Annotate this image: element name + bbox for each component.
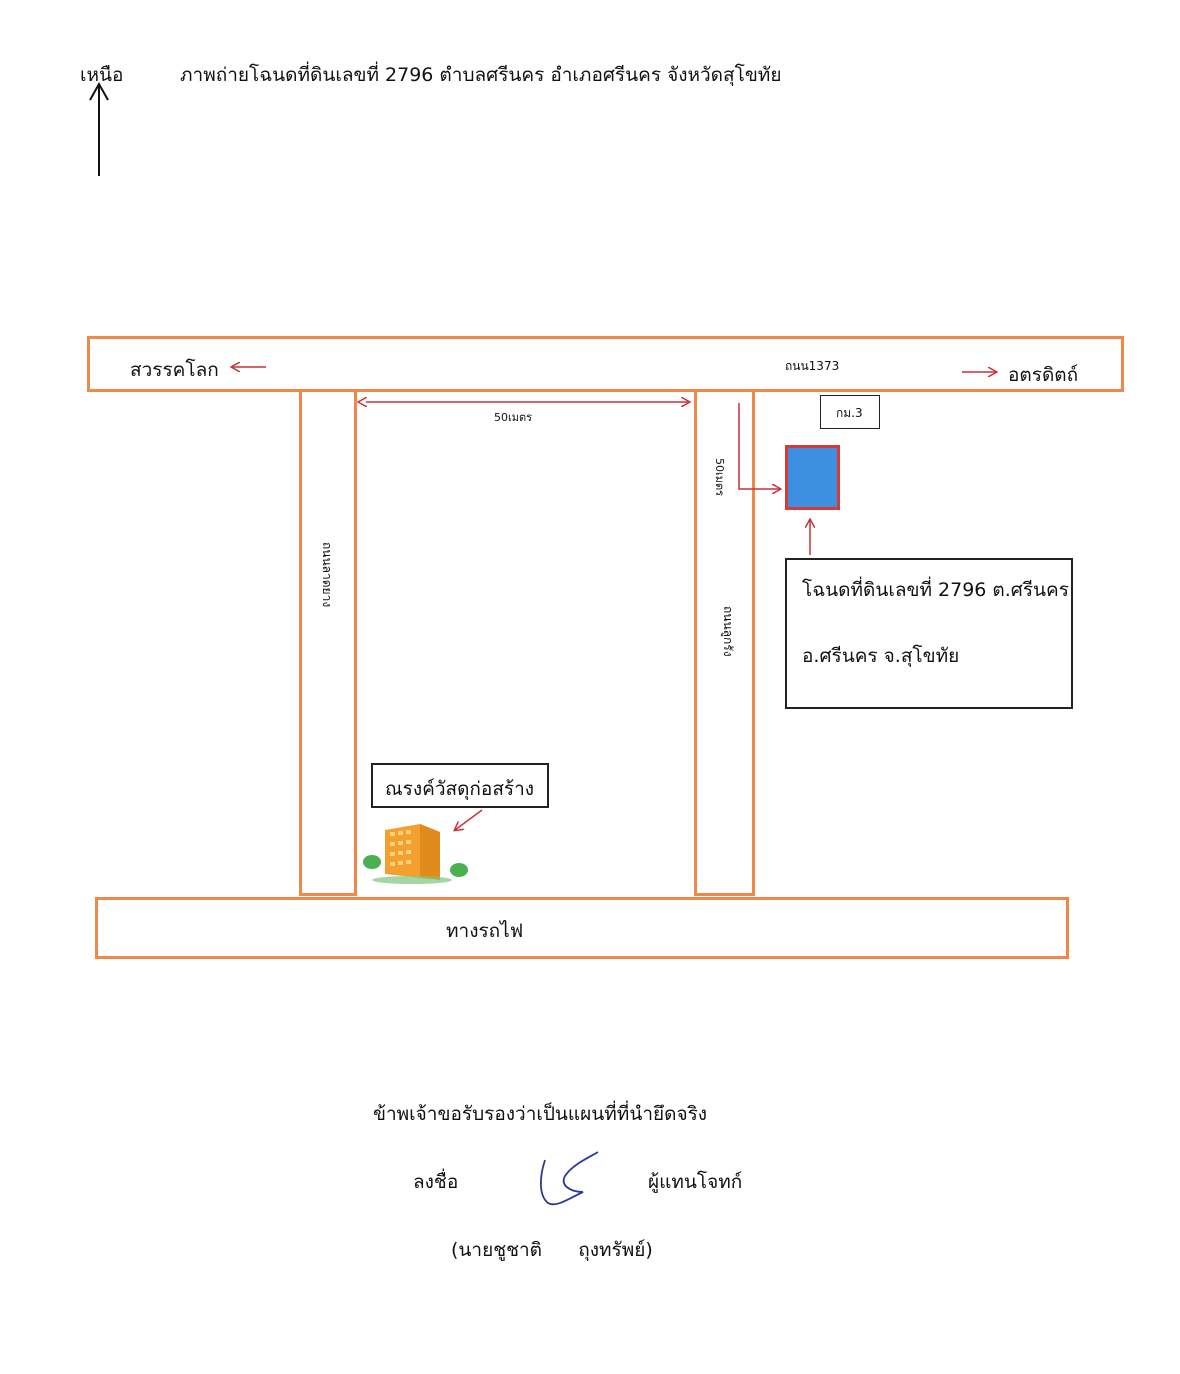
- building-icon: [363, 824, 468, 884]
- store-label: ณรงค์วัสดุก่อสร้าง: [385, 778, 535, 800]
- signature-mark: [539, 1151, 599, 1206]
- right-road-laterite: [694, 389, 755, 896]
- distance-vertical-arrow: [738, 403, 780, 489]
- railway-road: [95, 897, 1069, 959]
- north-label: เหนือ: [80, 64, 124, 86]
- deed-label-line2: อ.ศรีนคร จ.สุโขทัย: [802, 645, 960, 667]
- signer-role: ผู้แทนโจทก์: [648, 1171, 743, 1193]
- top-road-right-label: อตรดิตถ์: [1008, 364, 1079, 386]
- sign-label: ลงชื่อ: [413, 1171, 459, 1193]
- signer-name: (นายชูชาติ ถุงทรัพย์): [451, 1239, 653, 1261]
- km-marker-label: กม.3: [836, 406, 863, 420]
- top-road-name: ถนน1373: [785, 359, 840, 373]
- page-title: ภาพถ่ายโฉนดที่ดินเลขที่ 2796 ตำบลศรีนคร …: [180, 64, 782, 86]
- deed-label-line1: โฉนดที่ดินเลขที่ 2796 ต.ศรีนคร: [802, 579, 1069, 601]
- north-arrow-icon: [89, 81, 109, 176]
- deed-label-box: [785, 558, 1073, 709]
- top-road-left-label: สวรรคโลก: [130, 359, 219, 381]
- land-plot-2796: [785, 445, 840, 510]
- store-label-box: [371, 763, 549, 808]
- distance-horizontal-label: 50เมตร: [494, 411, 533, 424]
- km-marker: [820, 395, 880, 429]
- certification-text: ข้าพเจ้าขอรับรองว่าเป็นแผนที่ที่นำยึดจริ…: [373, 1103, 708, 1125]
- top-road-1373: [87, 336, 1124, 392]
- store-pointer-arrow: [455, 809, 483, 830]
- railway-label: ทางรถไฟ: [446, 920, 524, 942]
- left-road-paved: [299, 389, 357, 896]
